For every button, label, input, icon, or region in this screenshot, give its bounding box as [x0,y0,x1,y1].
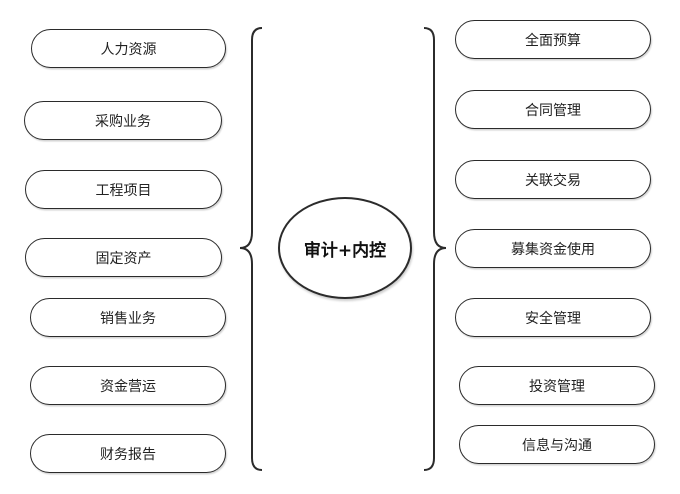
left-item-fixed-assets: 固定资产 [25,238,222,277]
right-item-raised-funds: 募集资金使用 [455,229,651,268]
right-item-safety: 安全管理 [455,298,651,337]
left-item-hr: 人力资源 [31,29,226,68]
right-item-investment: 投资管理 [459,366,655,405]
right-item-related-party: 关联交易 [455,160,651,199]
right-brace [423,27,447,471]
right-item-budget: 全面预算 [455,20,651,59]
left-item-engineering: 工程项目 [25,170,222,209]
center-node: 审计+内控 [278,197,412,299]
left-brace [239,27,263,471]
left-item-procurement: 采购业务 [24,101,222,140]
right-item-contract: 合同管理 [455,90,651,129]
left-item-sales: 销售业务 [30,298,226,337]
left-item-fund-operation: 资金营运 [30,366,226,405]
right-item-info-communication: 信息与沟通 [459,425,655,464]
left-item-financial-report: 财务报告 [30,434,226,473]
